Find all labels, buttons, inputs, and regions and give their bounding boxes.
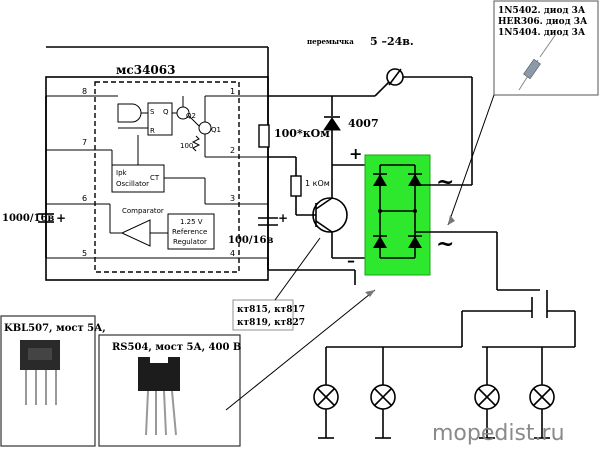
pin-3: 3 [230, 194, 235, 203]
ipk-label: Ipk [116, 169, 128, 177]
pin-4: 4 [230, 249, 235, 258]
ref-line2: Reference [172, 228, 207, 236]
diode-2: HER306. диод 3А [498, 17, 588, 27]
pin-7: 7 [82, 138, 87, 147]
ac-sign-bottom: ~ [436, 231, 454, 257]
bridge-diode-2 [408, 174, 422, 186]
cap-out-label: 100/16в [228, 235, 273, 246]
bridge-rectifier [364, 154, 431, 276]
flip-flop [147, 102, 173, 136]
diode-3: 1N5404. диод 3А [498, 28, 586, 38]
pin-6: 6 [82, 194, 87, 203]
bridge-diode-3 [373, 236, 387, 248]
ref-line3: Regulator [173, 238, 207, 246]
diode-4007-label: 4007 [348, 117, 379, 130]
lamp-1 [313, 384, 339, 410]
resistor-1k [290, 175, 302, 197]
cap-in-plus: + [56, 211, 66, 225]
diode-picture [518, 33, 557, 91]
resistor-1k-label: 1 кОм [305, 179, 330, 188]
ff-s: S [150, 108, 155, 116]
supply-range: 5 –24в. [370, 35, 414, 48]
ct-label: CT [150, 174, 160, 182]
kbl507-picture [20, 340, 60, 405]
ic-title: мс34063 [116, 63, 175, 77]
bridge-plus: + [349, 144, 362, 163]
pin-8: 8 [82, 87, 87, 96]
r100-zigzag [191, 135, 201, 152]
supply-note: перемычка [307, 37, 354, 46]
ref-line1: 1.25 V [180, 218, 203, 226]
ac-sign-top: ~ [436, 169, 454, 195]
resistor-100k-label: 100*кОм [274, 127, 330, 140]
oscillator-label: Oscillator [116, 180, 149, 188]
q2-label: Q2 [186, 112, 196, 120]
comparator-symbol [120, 219, 151, 247]
cap-out-plus: + [278, 211, 288, 225]
q1-label: Q1 [211, 126, 221, 134]
pin-2: 2 [230, 146, 235, 155]
comparator-label: Comparator [122, 207, 164, 215]
kbl507-label: KBL507, мост 5А, [4, 323, 106, 334]
rs504-label: RS504, мост 5А, 400 В [112, 342, 241, 353]
resistor-100k [258, 124, 270, 148]
transistor-label-2: кт819, кт827 [237, 318, 305, 328]
reference-regulator [167, 213, 215, 250]
lamp-2 [370, 384, 396, 410]
lamp-3 [474, 384, 500, 410]
transistor-label-1: кт815, кт817 [237, 305, 305, 315]
bridge-minus: – [347, 251, 355, 270]
r100-label: 100 [180, 142, 193, 150]
bridge-diode-1 [373, 174, 387, 186]
pin-1: 1 [230, 87, 235, 96]
pin-5: 5 [82, 249, 87, 258]
ic-inner-dashed [94, 81, 240, 273]
cap-in-label: 1000/16в [2, 213, 54, 224]
bridge-diode-4 [408, 236, 422, 248]
transistor-q1 [198, 121, 212, 135]
diode-1: 1N5402. диод 3А [498, 6, 586, 16]
rs504-picture [138, 357, 180, 436]
ff-q: Q [163, 108, 169, 116]
kbl507-box [0, 315, 96, 447]
ff-r: R [150, 127, 155, 135]
lamp-4 [529, 384, 555, 410]
power-transistor [312, 197, 348, 233]
transistor-label-box [232, 299, 294, 331]
and-gate [117, 103, 142, 123]
watermark: mopedist.ru [432, 421, 565, 446]
